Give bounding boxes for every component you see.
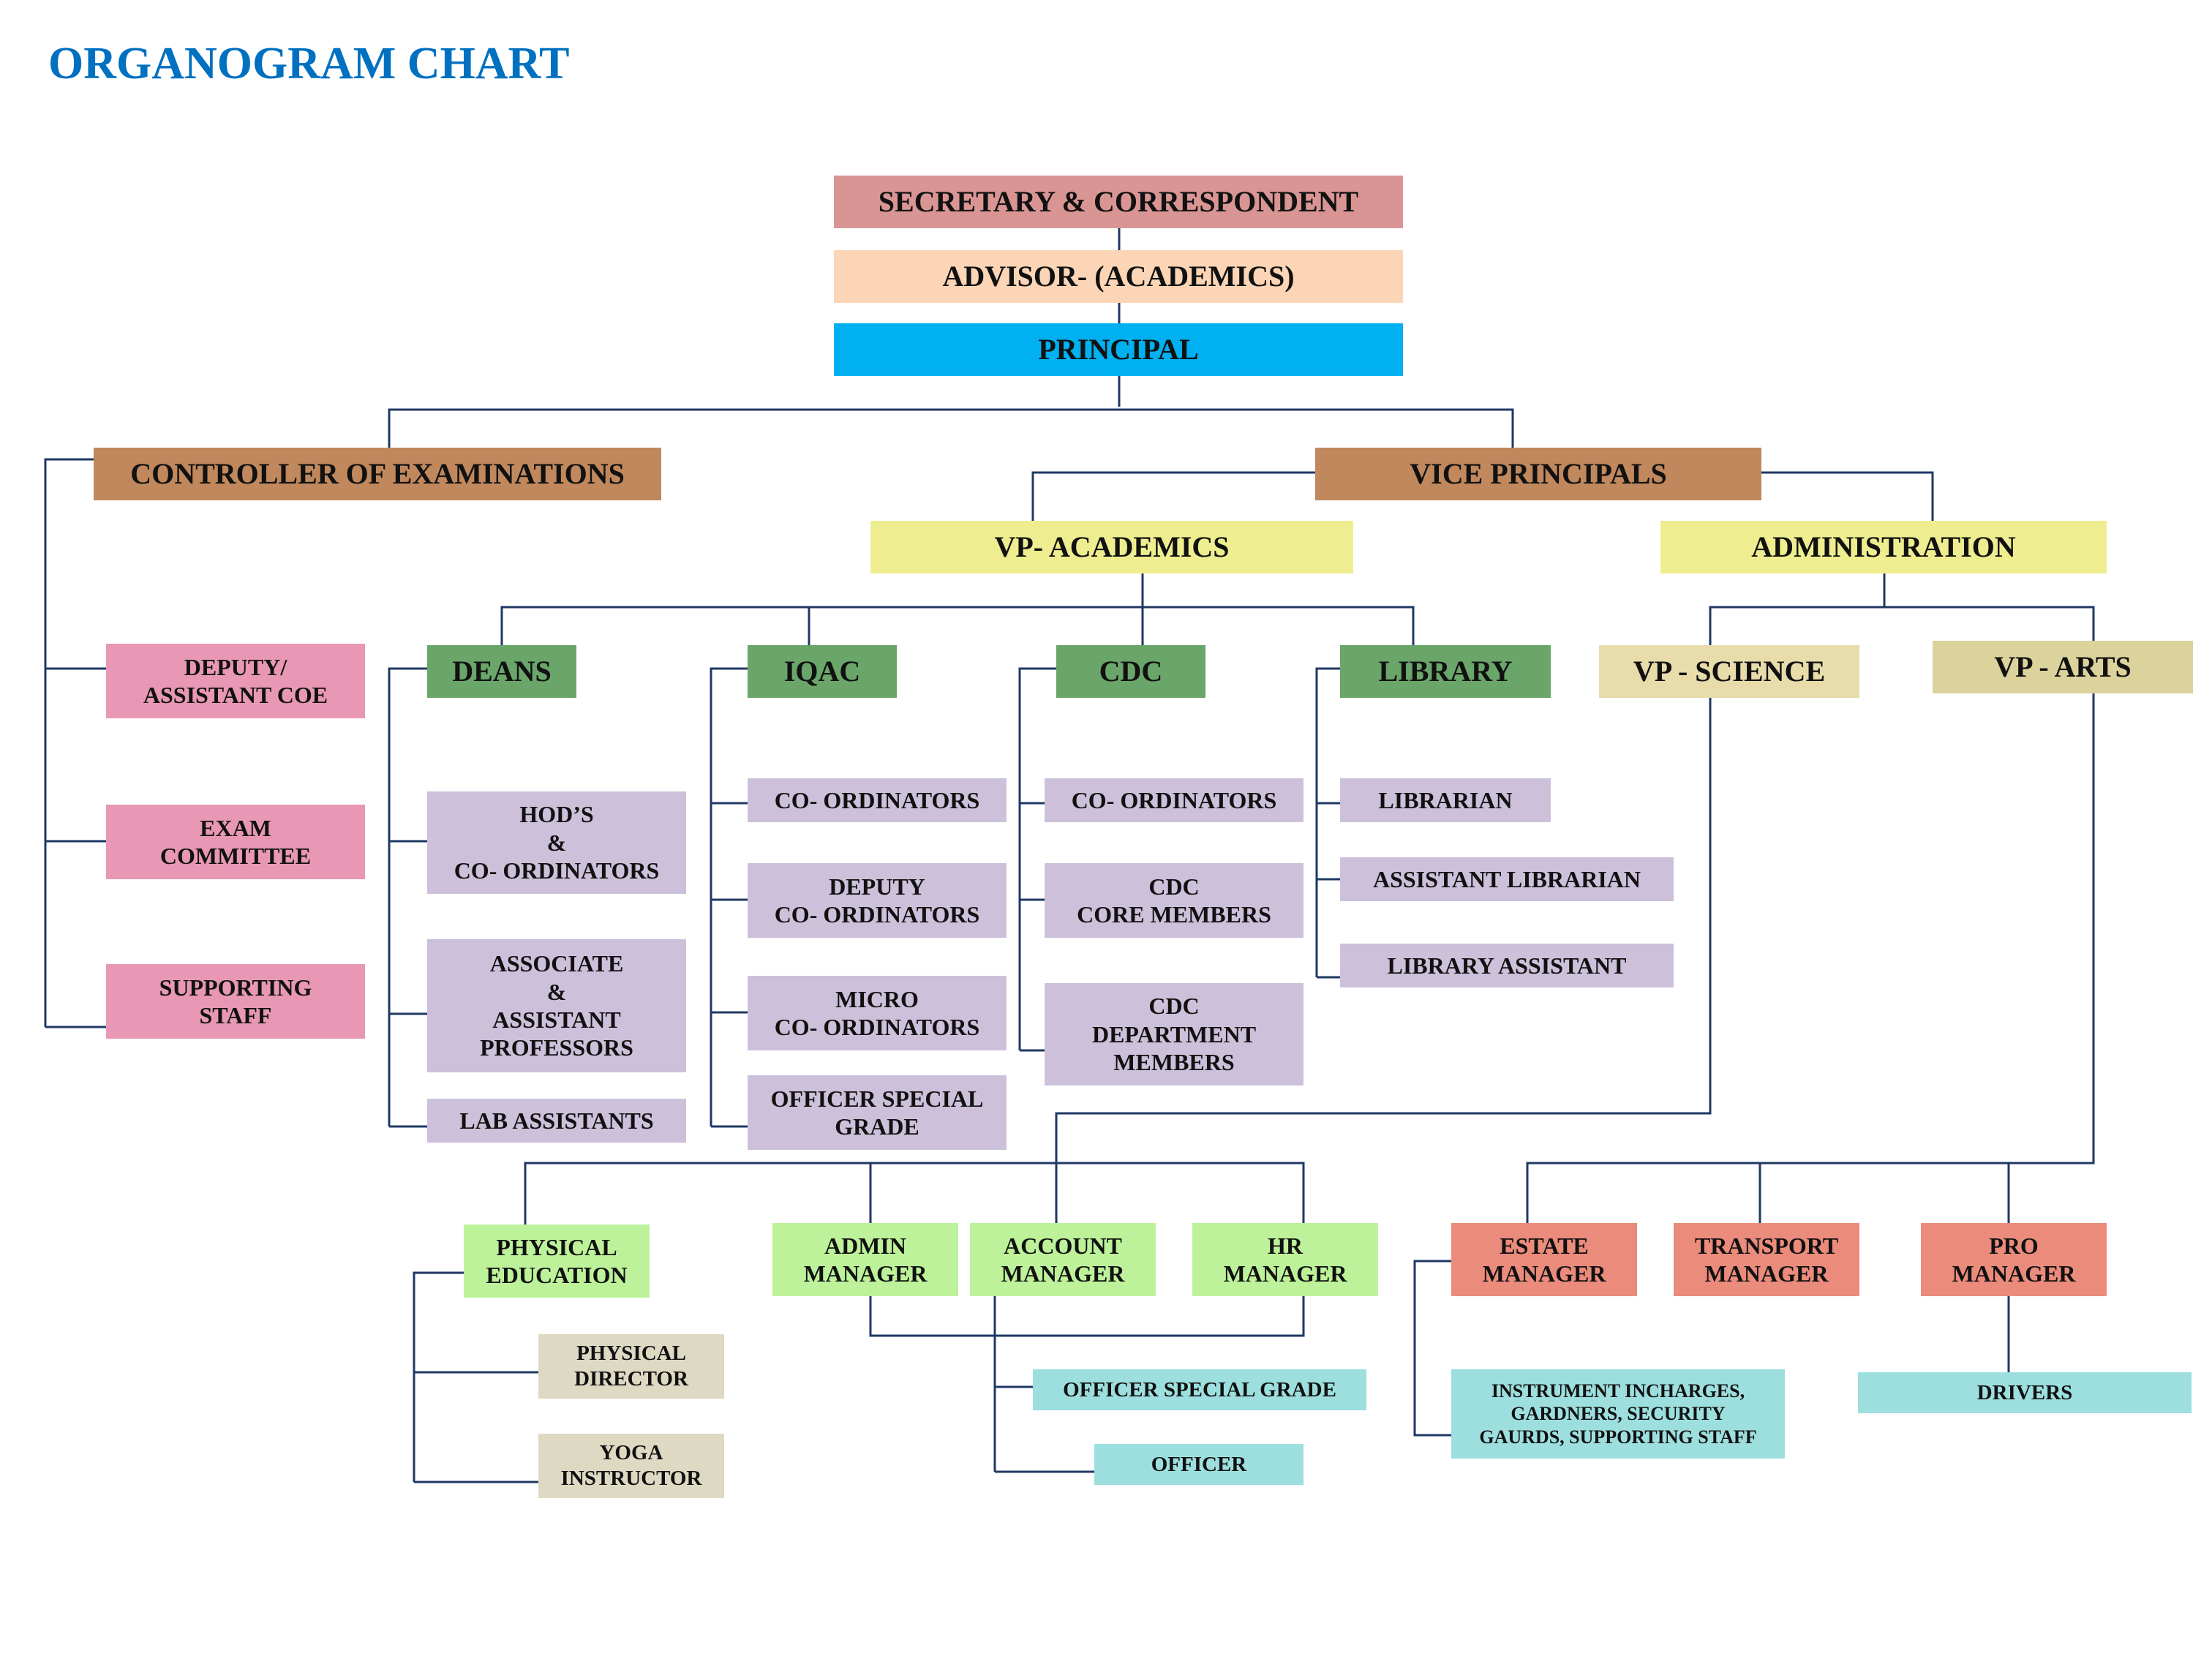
node-deputy-coe: DEPUTY/ ASSISTANT COE: [106, 644, 365, 718]
node-controller: CONTROLLER OF EXAMINATIONS: [94, 448, 661, 500]
connector-line: [413, 1271, 464, 1482]
node-supporting-staff: SUPPORTING STAFF: [106, 964, 365, 1039]
node-librarian: LIBRARIAN: [1340, 778, 1551, 822]
node-cdc-department-members: CDC DEPARTMENT MEMBERS: [1045, 983, 1304, 1086]
node-physical-education: PHYSICAL EDUCATION: [464, 1224, 650, 1298]
node-officer-special-grade-iqac: OFFICER SPECIAL GRADE: [748, 1075, 1007, 1150]
node-hr-manager: HR MANAGER: [1192, 1223, 1378, 1296]
node-lab-assistants: LAB ASSISTANTS: [427, 1099, 686, 1143]
node-iqac: IQAC: [748, 645, 897, 698]
node-deputy-coordinators: DEPUTY CO- ORDINATORS: [748, 863, 1007, 938]
node-iqac-coordinators: CO- ORDINATORS: [748, 778, 1007, 822]
node-secretary: SECRETARY & CORRESPONDENT: [834, 176, 1403, 228]
node-associate-professors: ASSOCIATE & ASSISTANT PROFESSORS: [427, 939, 686, 1072]
connector-line: [1526, 693, 2095, 1223]
node-estate-manager: ESTATE MANAGER: [1451, 1223, 1637, 1296]
node-advisor: ADVISOR- (ACADEMICS): [834, 250, 1403, 303]
connector-line: [1018, 667, 1056, 1050]
node-cdc-core-members: CDC CORE MEMBERS: [1045, 863, 1304, 938]
connector-line: [1031, 471, 1315, 521]
node-cdc-coordinators: CO- ORDINATORS: [1045, 778, 1304, 822]
node-vice-principals: VICE PRINCIPALS: [1315, 448, 1761, 500]
node-micro-coordinators: MICRO CO- ORDINATORS: [748, 976, 1007, 1050]
node-account-manager: ACCOUNT MANAGER: [970, 1223, 1156, 1296]
node-library-assistant: LIBRARY ASSISTANT: [1340, 944, 1674, 988]
connector-line: [500, 606, 1415, 645]
node-vp-academics: VP- ACADEMICS: [870, 521, 1353, 573]
node-assistant-librarian: ASSISTANT LIBRARIAN: [1340, 857, 1674, 901]
node-admin-manager: ADMIN MANAGER: [772, 1223, 958, 1296]
node-principal: PRINCIPAL: [834, 323, 1403, 376]
connector-line: [1413, 1260, 1451, 1437]
connector-line: [524, 1162, 1305, 1224]
node-vp-science: VP - SCIENCE: [1599, 645, 1859, 698]
connector-line: [1709, 606, 2095, 645]
node-exam-committee: EXAM COMMITTEE: [106, 805, 365, 879]
connector-line: [44, 458, 94, 1027]
connector-line: [1315, 667, 1340, 977]
node-physical-director: PHYSICAL DIRECTOR: [538, 1334, 724, 1399]
node-administration: ADMINISTRATION: [1660, 521, 2107, 573]
node-instrument-incharges: INSTRUMENT INCHARGES, GARDNERS, SECURITY…: [1451, 1369, 1785, 1459]
node-transport-manager: TRANSPORT MANAGER: [1674, 1223, 1859, 1296]
connector-line: [710, 667, 748, 1126]
node-pro-manager: PRO MANAGER: [1921, 1223, 2107, 1296]
node-officer: OFFICER: [1094, 1444, 1304, 1485]
connector-line: [388, 667, 427, 1126]
node-library: LIBRARY: [1340, 645, 1551, 698]
node-deans: DEANS: [427, 645, 576, 698]
node-vp-arts: VP - ARTS: [1933, 641, 2193, 693]
connector-line: [869, 1296, 1305, 1337]
node-yoga-instructor: YOGA INSTRUCTOR: [538, 1434, 724, 1498]
connector-line: [388, 408, 1514, 448]
connector-line: [1055, 698, 1712, 1163]
node-cdc: CDC: [1056, 645, 1205, 698]
node-drivers: DRIVERS: [1858, 1372, 2192, 1413]
connector-line: [1761, 471, 1934, 521]
node-hods: HOD’S & CO- ORDINATORS: [427, 791, 686, 894]
node-officer-special-grade-admin: OFFICER SPECIAL GRADE: [1033, 1369, 1366, 1410]
page-title: ORGANOGRAM CHART: [48, 39, 570, 89]
